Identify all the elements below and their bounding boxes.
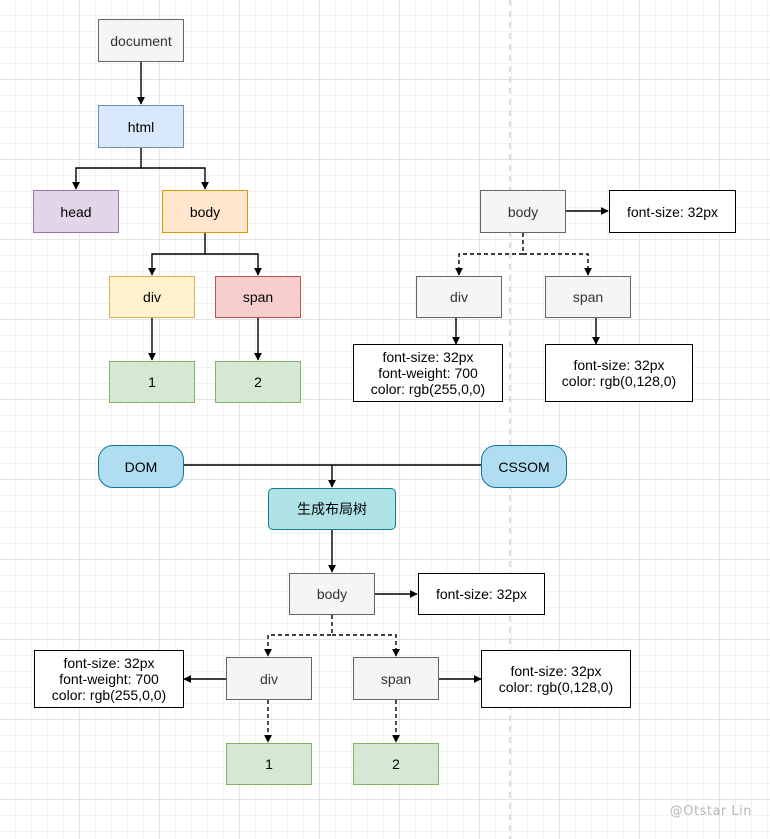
cssom-body-style[interactable]: font-size: 32px: [609, 190, 736, 233]
edge-html-body: [141, 167, 209, 190]
edge-render-body-div: [264, 615, 333, 657]
dom-node-div-label: div: [143, 289, 161, 305]
cssom-node-div[interactable]: div: [416, 276, 502, 318]
render-div-style-text: font-size: 32px font-weight: 700 color: …: [51, 655, 167, 703]
edge-body-span: [205, 253, 262, 276]
cssom-node-body-label: body: [507, 203, 539, 220]
render-body-style-text: font-size: 32px: [435, 586, 528, 602]
edge-cssom-body-span: [523, 253, 592, 276]
edge-html-head: [72, 148, 142, 190]
render-span-style[interactable]: font-size: 32px color: rgb(0,128,0): [481, 650, 631, 708]
dom-node-span[interactable]: span: [215, 276, 301, 318]
merge-cssom-node[interactable]: CSSOM: [481, 445, 567, 488]
cssom-div-style-text: font-size: 32px font-weight: 700 color: …: [370, 349, 486, 397]
dom-node-text-1-label: 1: [148, 374, 156, 390]
watermark-text: @Otstar Lin: [669, 804, 752, 819]
dom-node-body[interactable]: body: [162, 190, 248, 233]
render-node-div[interactable]: div: [226, 657, 312, 700]
cssom-node-span[interactable]: span: [545, 276, 631, 318]
render-node-text-1[interactable]: 1: [226, 743, 312, 785]
cssom-div-style[interactable]: font-size: 32px font-weight: 700 color: …: [353, 344, 503, 402]
edge-body-div: [148, 233, 206, 276]
render-node-body-label: body: [316, 586, 348, 602]
dom-node-head[interactable]: head: [33, 190, 119, 233]
render-node-body[interactable]: body: [289, 573, 375, 615]
render-node-span-label: span: [380, 670, 412, 687]
cssom-span-style[interactable]: font-size: 32px color: rgb(0,128,0): [545, 344, 693, 402]
dom-node-html[interactable]: html: [98, 105, 184, 148]
dom-node-text-2[interactable]: 2: [215, 361, 301, 403]
edge-cssom-body-div: [455, 233, 524, 276]
dom-node-span-label: span: [242, 289, 274, 305]
render-node-text-2-label: 2: [392, 756, 400, 772]
render-node-text-2[interactable]: 2: [353, 743, 439, 785]
cssom-node-div-label: div: [450, 289, 468, 305]
dom-node-html-label: html: [127, 118, 155, 135]
render-node-span[interactable]: span: [353, 657, 439, 700]
merge-dom-label: DOM: [124, 458, 158, 475]
dom-node-body-label: body: [189, 203, 221, 220]
cssom-node-span-label: span: [572, 289, 604, 305]
dom-node-document-label: document: [110, 32, 172, 49]
merge-step-label: 生成布局树: [297, 501, 367, 517]
merge-step-node[interactable]: 生成布局树: [268, 488, 396, 530]
edge-render-body-span: [332, 634, 400, 657]
merge-dom-node[interactable]: DOM: [98, 445, 184, 488]
dom-node-head-label: head: [60, 203, 92, 220]
cssom-body-style-text: font-size: 32px: [626, 203, 719, 220]
merge-cssom-label: CSSOM: [498, 458, 550, 475]
dom-node-text-1[interactable]: 1: [109, 361, 195, 403]
cssom-span-style-text: font-size: 32px color: rgb(0,128,0): [561, 357, 677, 389]
dom-node-document[interactable]: document: [98, 19, 184, 62]
render-div-style[interactable]: font-size: 32px font-weight: 700 color: …: [34, 650, 184, 708]
dom-node-text-2-label: 2: [254, 374, 262, 390]
cssom-node-body[interactable]: body: [480, 190, 566, 233]
render-body-style[interactable]: font-size: 32px: [418, 573, 545, 615]
render-node-text-1-label: 1: [265, 756, 273, 772]
dom-node-div[interactable]: div: [109, 276, 195, 318]
render-span-style-text: font-size: 32px color: rgb(0,128,0): [498, 663, 614, 695]
render-node-div-label: div: [260, 670, 278, 687]
